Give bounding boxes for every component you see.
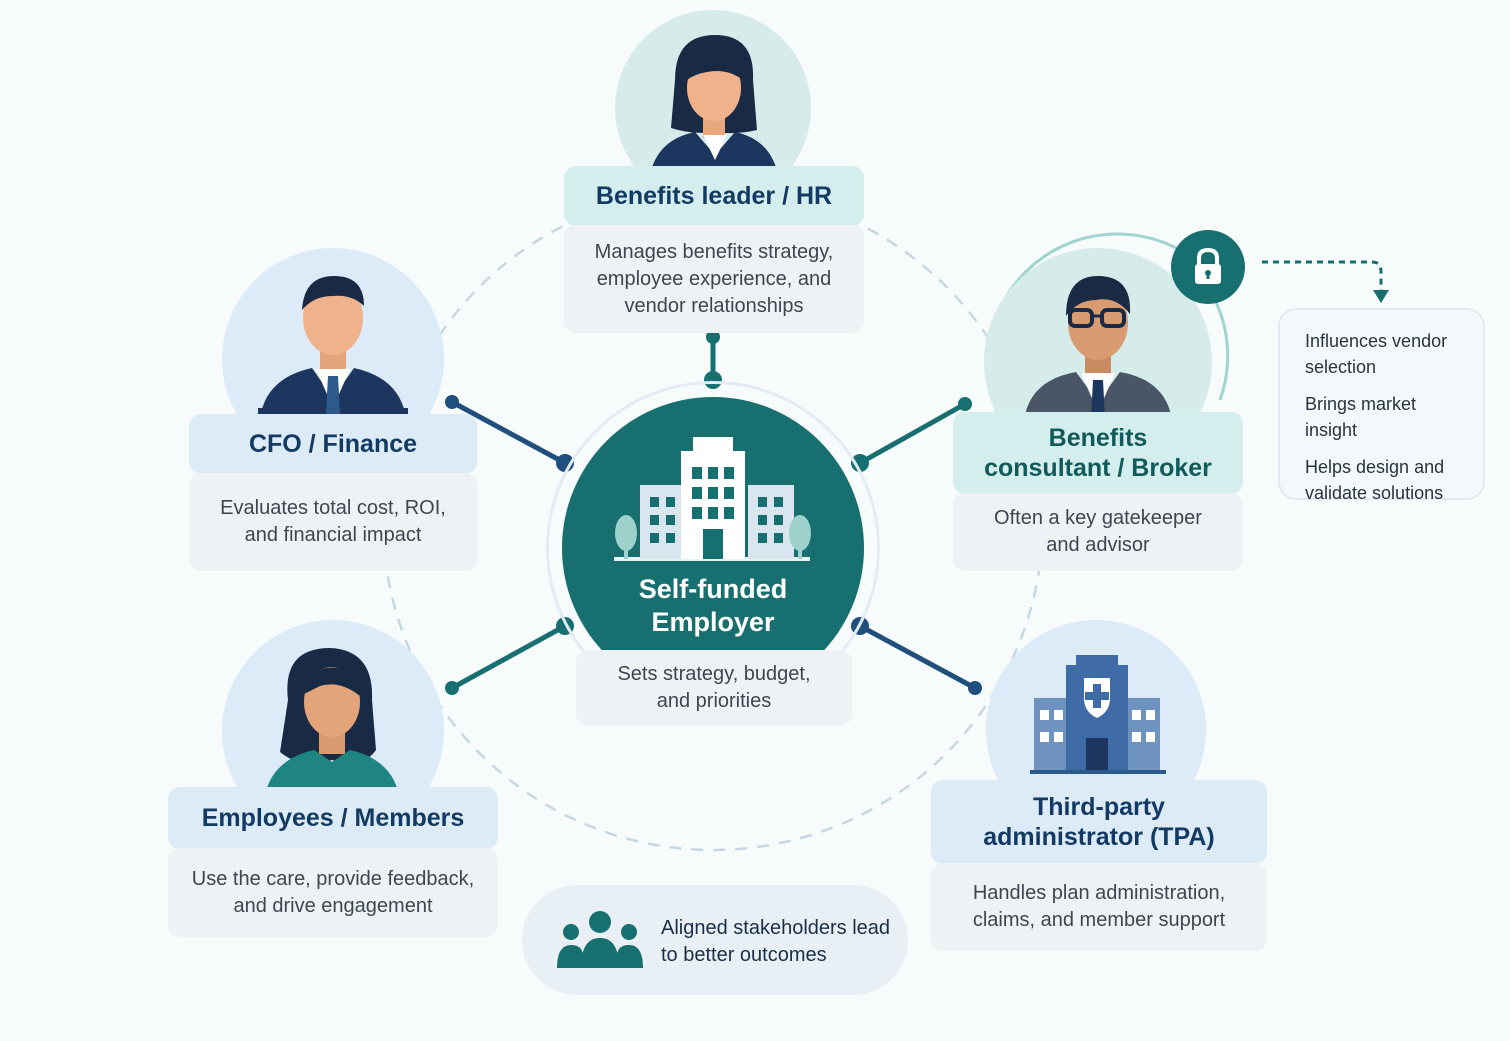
connector-cfo [450, 399, 567, 466]
hr-description: Manages benefits strategy, employee expe… [564, 225, 864, 333]
insight-item: Helps design and validate solutions [1305, 457, 1445, 503]
cfo-title: CFO / Finance [189, 414, 477, 474]
footer-pill: Aligned stakeholders lead to better outc… [522, 885, 908, 995]
connector-broker [858, 401, 967, 466]
employees-description: Use the care, provide feedback, and driv… [168, 848, 498, 937]
hr-title: Benefits leader / HR [564, 166, 864, 226]
insight-item: Brings market insight [1305, 394, 1417, 440]
cfo-description: Evaluates total cost, ROI, and financial… [189, 473, 477, 571]
insight-item: Influences vendor selection [1305, 331, 1448, 377]
tpa-description: Handles plan administration, claims, and… [931, 863, 1267, 951]
center-description: Sets strategy, budget, and priorities [576, 650, 852, 726]
lock-icon [1171, 230, 1245, 304]
center-employer-circle [562, 397, 864, 699]
connector-employees [450, 623, 567, 691]
connector-tpa [858, 623, 977, 691]
broker-insights-box: Influences vendor selection Brings marke… [1278, 308, 1485, 503]
footer-text: Aligned stakeholders lead to better outc… [661, 917, 891, 966]
office-building-icon [614, 437, 811, 561]
broker-title: Benefits consultant / Broker [953, 412, 1243, 494]
insight-arrow [1262, 260, 1383, 290]
broker-description: Often a key gatekeeper and advisor [953, 493, 1243, 571]
employees-title: Employees / Members [168, 787, 498, 849]
tpa-title: Third-party administrator (TPA) [931, 780, 1267, 864]
group-people-icon [557, 911, 643, 968]
center-title: Self-funded Employer [638, 574, 788, 637]
medical-building-icon [1030, 655, 1166, 774]
